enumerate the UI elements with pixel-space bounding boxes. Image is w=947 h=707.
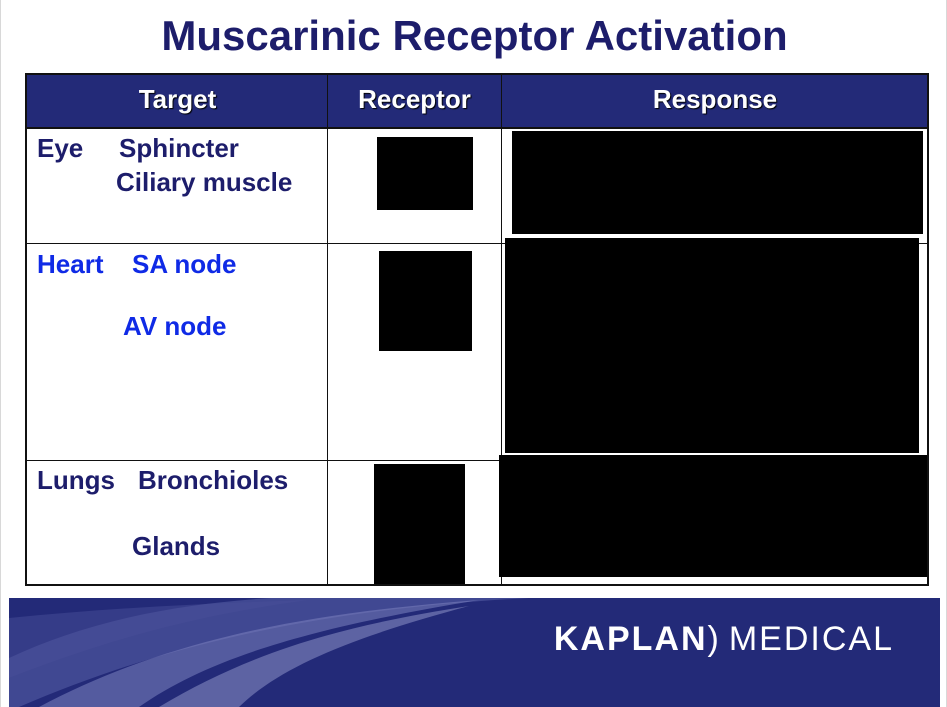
row-organ-eye: Eye [37,133,84,163]
slide-title: Muscarinic Receptor Activation [161,12,788,59]
redacted-receptor-eye [377,137,473,210]
table-header-row: Target Receptor Response [27,75,927,129]
row-target-glands: Glands [132,531,221,561]
redacted-response-heart [505,238,919,453]
redacted-response-lungs [499,455,927,577]
column-divider [327,75,328,584]
swoosh-graphic [9,598,529,707]
logo-medical-text: MEDICAL [728,620,894,658]
row-organ-heart: Heart [37,249,104,279]
footer-banner: KAPLAN)MEDICAL [9,598,940,707]
redacted-receptor-lungs [374,464,465,584]
row-target-sa-node: SA node [132,249,237,279]
logo-kaplan-text: KAPLAN [553,620,708,658]
redacted-response-eye [512,131,923,234]
column-divider [501,75,502,584]
logo-paren: ) [707,620,721,658]
row-divider [27,243,927,244]
redacted-receptor-heart [379,251,472,351]
receptor-table: Target Receptor Response Eye Sphincter C… [25,73,929,586]
row-organ-lungs: Lungs [37,465,115,495]
header-target: Target [138,84,217,114]
row-target-bronchioles: Bronchioles [138,465,289,495]
row-divider [27,460,927,461]
row-target-sphincter: Sphincter [119,133,239,163]
row-target-av-node: AV node [123,311,227,341]
header-response: Response [652,84,778,114]
kaplan-medical-logo: KAPLAN)MEDICAL [554,620,894,659]
header-receptor: Receptor [358,84,471,114]
row-target-ciliary-muscle: Ciliary muscle [116,167,293,197]
